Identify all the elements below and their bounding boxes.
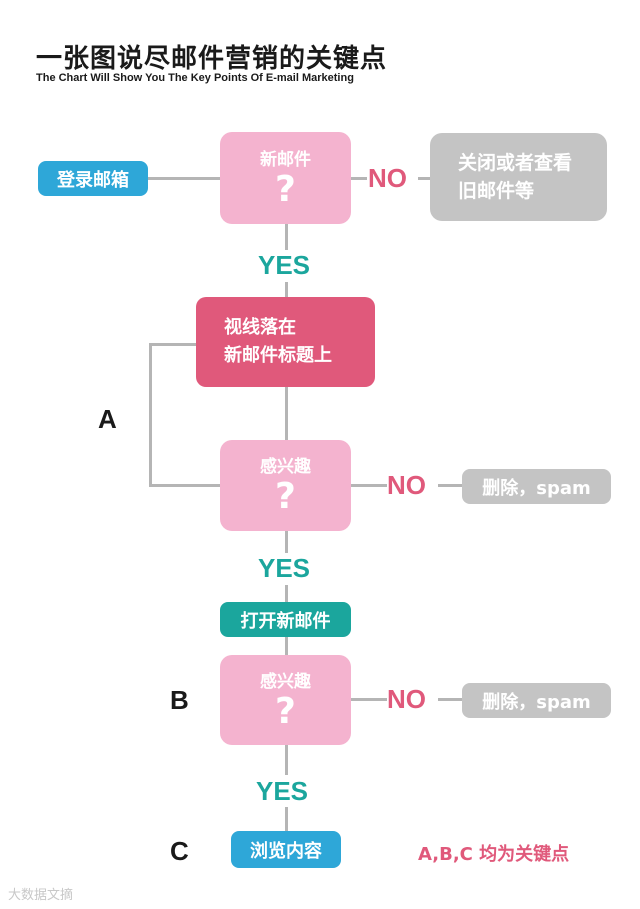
question-mark: ? [275,690,296,732]
gaze-line1: 视线落在 [224,317,296,338]
gaze-line2: 新邮件标题上 [224,345,332,366]
delete-spam-node-1: 删除，spam [462,469,611,504]
login-mailbox-label: 登录邮箱 [57,169,129,191]
question-mark: ? [275,168,296,210]
browse-content-node: 浏览内容 [231,831,341,868]
loop-a-bottom [149,484,220,487]
connector-yes-browse [285,807,288,831]
yes-label-3: YES [256,776,309,806]
question-mark: ? [275,476,296,517]
stage-a-label: A [98,404,117,434]
close-or-old-line2: 旧邮件等 [458,180,535,202]
stage-c-label: C [170,836,189,866]
new-mail-decision: 新邮件 ? [220,132,351,224]
connector-interest1-no [351,484,387,487]
new-mail-label: 新邮件 [260,149,311,170]
connector-interest1-yes [285,531,288,553]
no-label-2: NO [387,470,426,500]
connector-newmail-yes [285,224,288,250]
connector-interest2-yes [285,745,288,775]
connector-no-delete1 [438,484,462,487]
loop-a-top [149,343,196,346]
connector-yes-open [285,585,288,602]
interest-label-2: 感兴趣 [260,671,311,692]
loop-a-left [149,343,152,486]
yes-label-2: YES [258,553,311,583]
connector-open-interest2 [285,637,288,655]
open-new-mail-label: 打开新邮件 [240,610,331,632]
key-points-note: A,B,C 均为关键点 [418,844,570,865]
close-or-old-line1: 关闭或者查看 [458,152,573,174]
connector-no-close [418,177,430,180]
connector-yes-gaze [285,282,288,297]
connector-interest2-no [351,698,387,701]
open-new-mail-node: 打开新邮件 [220,602,351,637]
interest-decision-1: 感兴趣 ? [220,440,351,531]
no-label-1: NO [368,163,407,193]
interest-decision-2: 感兴趣 ? [220,655,351,745]
connector-newmail-no [351,177,367,180]
stage-b-label: B [170,685,189,715]
connector-gaze-interest1 [285,387,288,440]
watermark: 大数据文摘 [8,888,74,903]
page-title: 一张图说尽邮件营销的关键点 [36,44,388,74]
gaze-on-title-node: 视线落在 新邮件标题上 [196,297,375,387]
interest-label-1: 感兴趣 [260,457,311,477]
connector-no-delete2 [438,698,462,701]
login-mailbox-node: 登录邮箱 [38,161,148,196]
delete-spam-label-1: 删除，spam [482,477,591,499]
connector-login-newmail [148,177,220,180]
no-label-3: NO [387,684,426,714]
yes-label-1: YES [258,250,311,280]
delete-spam-node-2: 删除，spam [462,683,611,718]
close-or-old-node: 关闭或者查看 旧邮件等 [430,133,607,221]
page-subtitle: The Chart Will Show You The Key Points O… [36,72,354,84]
browse-content-label: 浏览内容 [250,840,322,862]
delete-spam-label-2: 删除，spam [482,691,591,713]
